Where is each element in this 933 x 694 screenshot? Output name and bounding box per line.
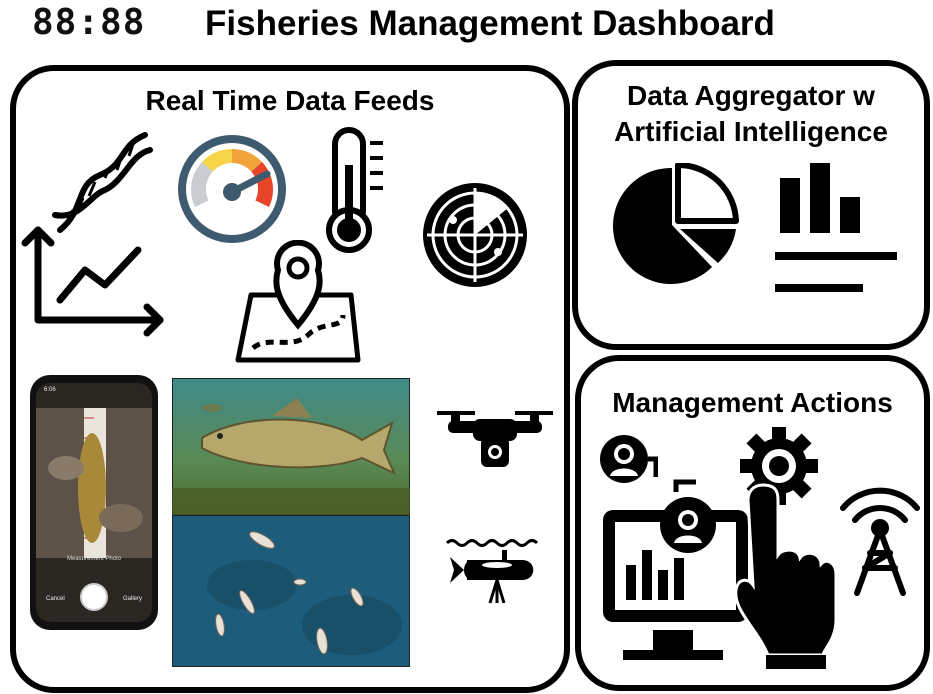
drone-icon xyxy=(437,411,553,467)
underwater-glider-icon xyxy=(445,539,539,604)
data-aggregator-title-line2: Artificial Intelligence xyxy=(614,116,888,147)
bar-chart-icon xyxy=(775,163,897,292)
map-pin-icon xyxy=(235,240,361,363)
pointing-hand-icon xyxy=(734,483,838,669)
user-icon xyxy=(600,435,658,483)
data-aggregator-title-line1: Data Aggregator w xyxy=(627,80,875,111)
phone-photo-label: Measurement Photo xyxy=(66,556,122,562)
monitor-icon xyxy=(603,479,748,660)
management-actions-title: Management Actions xyxy=(612,387,893,418)
phone-measurement-app: 6:06 Measurement Photo Cancel Gallery xyxy=(30,375,158,630)
trend-chart-icon xyxy=(21,226,164,337)
gear-icon xyxy=(740,427,818,505)
clock-display: 88:88 xyxy=(32,2,146,43)
underwater-fish-photo xyxy=(172,378,410,515)
phone-cancel-button[interactable]: Cancel xyxy=(46,596,65,602)
shutter-button[interactable] xyxy=(79,582,109,612)
fish-measurement-photo xyxy=(36,408,152,558)
phone-time: 6:06 xyxy=(44,387,56,393)
page-title: Fisheries Management Dashboard xyxy=(205,4,775,43)
pie-chart-icon xyxy=(612,163,739,284)
aerial-boats-photo xyxy=(172,515,410,667)
gauge-icon xyxy=(178,135,286,243)
phone-gallery-button[interactable]: Gallery xyxy=(122,596,142,602)
antenna-icon xyxy=(840,487,920,596)
real-time-data-feeds-title: Real Time Data Feeds xyxy=(145,85,435,116)
dna-icon xyxy=(52,132,153,233)
thermometer-icon xyxy=(326,127,383,253)
radar-icon xyxy=(423,183,527,287)
data-aggregator-panel: Data Aggregator w Artificial Intelligenc… xyxy=(572,60,930,350)
phone-screen: 6:06 Measurement Photo Cancel Gallery xyxy=(36,383,152,622)
